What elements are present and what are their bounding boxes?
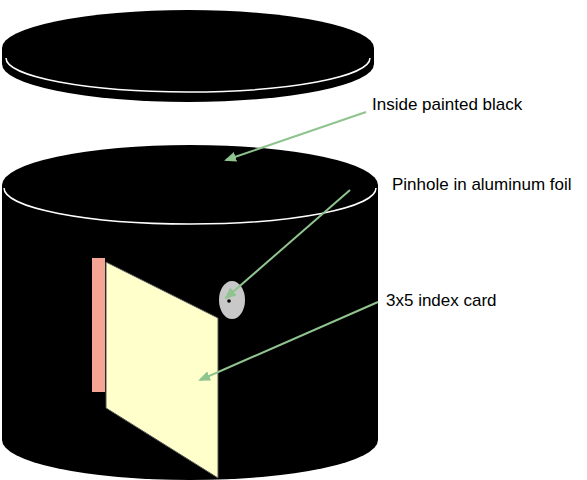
- leader-arrow: [226, 190, 350, 298]
- leader-arrow: [200, 302, 378, 380]
- pinhole: [227, 299, 231, 303]
- tape-strip: [92, 258, 105, 392]
- callout-label: Pinhole in aluminum foil: [392, 172, 582, 198]
- can-body: [2, 145, 378, 480]
- index-card: [106, 262, 218, 478]
- lid: [2, 10, 374, 102]
- aluminum-foil: [219, 281, 245, 319]
- leader-arrow: [226, 112, 366, 160]
- callout-label: 3x5 index card: [386, 288, 581, 314]
- callout-label: Inside painted black: [372, 92, 577, 118]
